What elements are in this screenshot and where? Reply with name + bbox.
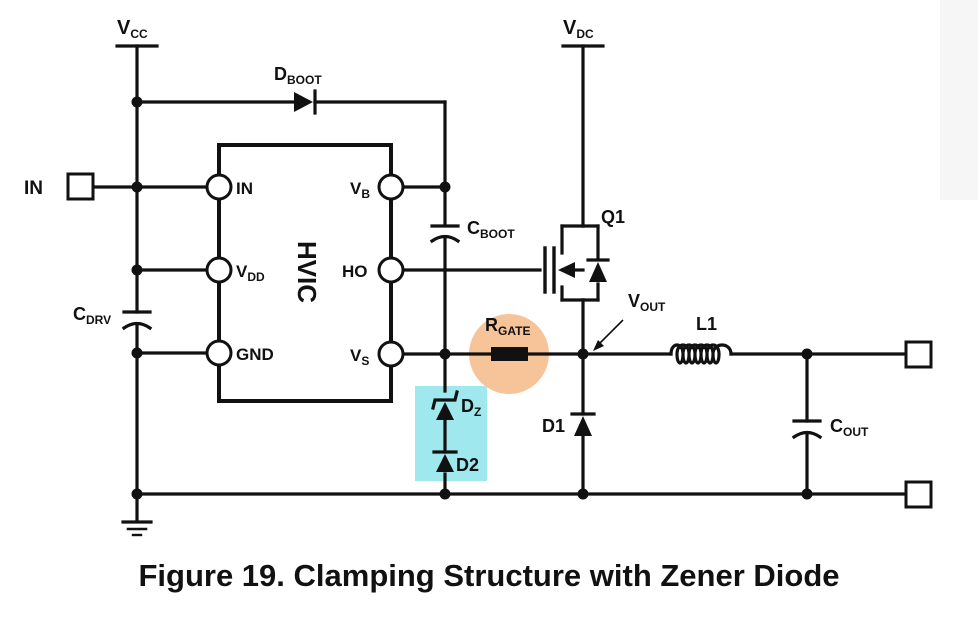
d1-label: D1 [542,416,565,436]
d1-diode-icon [570,412,596,436]
rgate-label: RGATE [485,315,530,338]
hvic-pin-vs [377,340,405,368]
hvic-pin-gnd [205,339,233,367]
d2-diode-icon [432,450,458,472]
in-terminal-label: IN [24,178,43,199]
hvic-box [217,143,393,403]
cboot-label: CBOOT [467,218,515,241]
cout-label: COUT [830,416,869,439]
circuit-schematic: HVIC VCC VDC DBOOT IN CBOOT Q1 CDRV RGAT… [24,0,978,537]
rgate-resistor-icon [491,347,528,361]
hvic-pin-gnd-label: GND [236,345,274,364]
dz-label: DZ [461,396,481,419]
l1-label: L1 [696,314,717,334]
vout-label: VOUT [628,291,666,314]
junction-dots [131,96,813,500]
vdc-label: VDC [563,17,594,41]
vout-pointer-arrow [593,319,624,351]
cout-capacitor-icon [791,419,823,440]
zener-clamp-highlight [415,386,487,481]
hvic-pin-vdd-label: VDD [236,262,265,284]
figure-caption: Figure 19. Clamping Structure with Zener… [138,558,840,593]
dboot-label: DBOOT [274,64,322,87]
l1-inductor-icon [669,343,733,365]
dz-zener-diode-icon [431,390,459,454]
vcc-label: VCC [117,17,148,41]
hvic-pin-vdd [205,256,233,284]
q1-mosfet-icon [543,246,610,294]
dboot-diode-icon [294,89,317,115]
in-terminal-box [66,172,95,201]
cdrv-label: CDRV [73,304,111,327]
hvic-pin-ho-label: HO [342,262,368,281]
cdrv-capacitor-icon [121,310,153,331]
hvic-pin-vb-label: VB [350,179,370,201]
cboot-capacitor-icon [429,224,461,244]
background-panel [940,0,978,200]
hvic-pin-in-label: IN [236,179,253,198]
hvic-pin-vb [377,173,405,201]
hvic-pin-in [205,173,233,201]
hvic-pin-ho [377,256,405,284]
ground-icon [121,520,153,537]
vout-terminal-box [904,340,933,369]
q1-label: Q1 [601,207,625,227]
hvic-pin-vs-label: VS [350,346,369,368]
d2-label: D2 [456,455,479,475]
hvic-name: HVIC [292,241,322,303]
gnd-terminal-box [904,480,933,509]
